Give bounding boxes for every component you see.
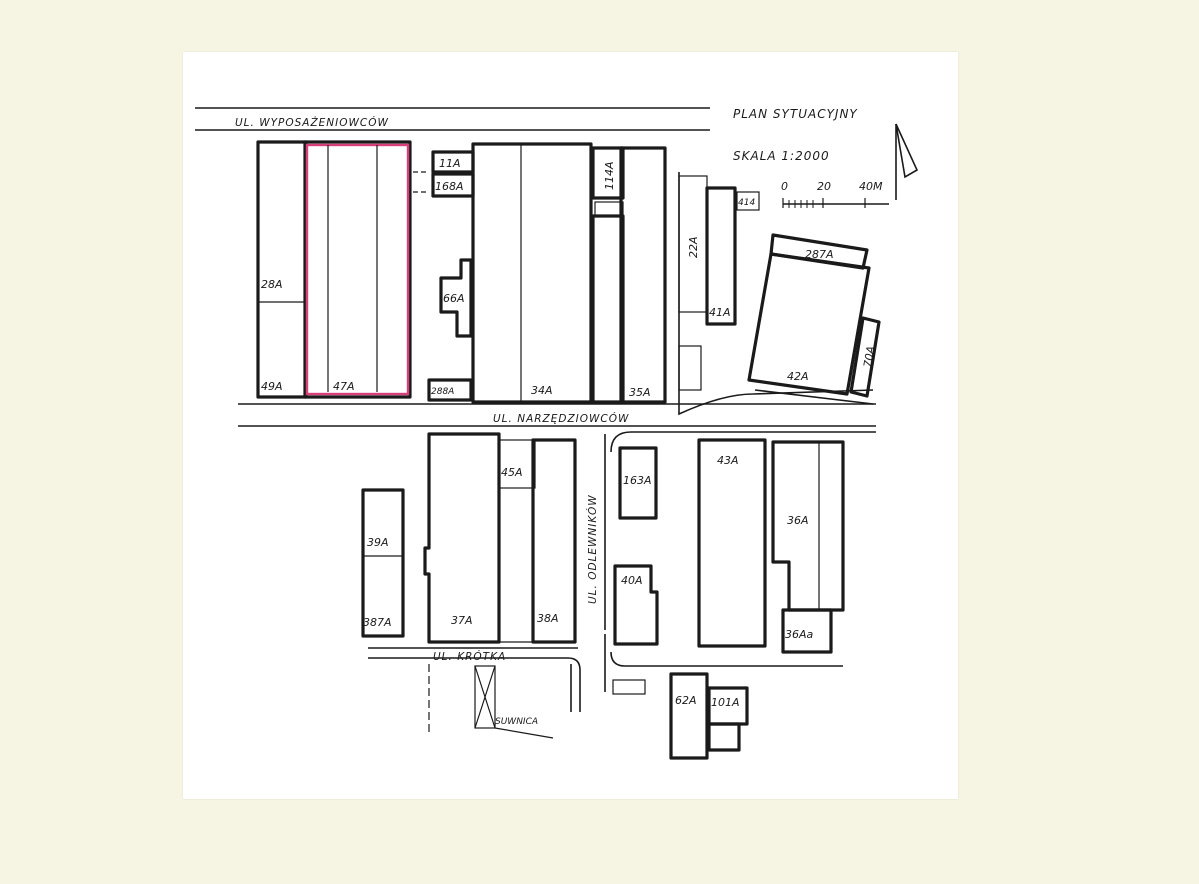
label-11a: 11A: [439, 157, 461, 170]
building-41a: 41A: [705, 186, 737, 326]
site-plan-map: PLAN SYTUACYJNY SKALA 1:2000 0 20 40M: [195, 107, 919, 760]
scale-label: SKALA 1:2000: [733, 149, 830, 163]
label-45a: 45A: [501, 466, 523, 479]
north-arrow-icon: [895, 123, 919, 200]
building-34a: 34A: [471, 142, 593, 404]
label-168a: 168A: [435, 180, 464, 193]
crane-suwnica: SUWNICA: [428, 664, 554, 739]
scale-tick-40: 40M: [859, 180, 883, 193]
label-38a: 38A: [537, 612, 559, 625]
street-label-narzedziowcow: UL. NARZĘDZIOWCÓW: [493, 412, 629, 425]
label-66a: 66A: [443, 292, 465, 305]
building-11a: 11A: [431, 150, 475, 174]
scale-bar: [782, 198, 889, 208]
label-34a: 34A: [531, 384, 553, 397]
road-line: [368, 657, 581, 712]
label-70a: 70A: [861, 345, 878, 368]
label-62a: 62A: [675, 694, 697, 707]
road-line: [610, 431, 876, 453]
label-40a: 40A: [621, 574, 643, 587]
label-36aa: 36Aa: [785, 628, 814, 641]
label-43a: 43A: [717, 454, 739, 467]
building-unlabeled: [612, 679, 646, 695]
building-40a: 40A: [613, 564, 659, 646]
label-42a: 42A: [787, 370, 809, 383]
label-114a: 114A: [603, 161, 616, 190]
building-168a: 168A: [431, 172, 475, 198]
building-unlabeled: [678, 345, 702, 391]
label-37a: 37A: [451, 614, 473, 627]
building-43a: 43A: [697, 438, 767, 648]
building-36aa: 36Aa: [781, 608, 833, 654]
building-114a: 114A: [591, 146, 625, 404]
roads: [195, 107, 876, 712]
building-70a: 70A: [849, 316, 881, 398]
label-101a: 101A: [711, 696, 740, 709]
label-47a: 47A: [333, 380, 355, 393]
building-37a: 37A: [423, 432, 501, 644]
building-47a: 47A: [303, 140, 429, 399]
building-288a: 288A: [427, 378, 473, 402]
building-39a: 39A 387A: [361, 488, 405, 638]
building-28a: 28A 49A: [256, 140, 308, 399]
scale-tick-0: 0: [781, 180, 788, 193]
building-66a: 66A: [439, 258, 473, 338]
street-label-odlewnikow: UL. ODLEWNIKÓW: [586, 494, 599, 604]
road-line: [678, 172, 874, 416]
building-414: 414: [736, 191, 760, 211]
building-163a: 163A: [618, 446, 658, 520]
label-39a: 39A: [367, 536, 389, 549]
label-288a: 288A: [431, 387, 454, 397]
label-22a: 22A: [687, 236, 700, 258]
street-label-krotka: UL. KRÓTKA: [433, 650, 506, 663]
building-42a: 42A: [747, 252, 871, 396]
building-62a: 62A: [669, 672, 709, 760]
label-35a: 35A: [629, 386, 651, 399]
label-49a: 49A: [261, 380, 283, 393]
road-line: [610, 651, 843, 667]
label-287a: 287A: [805, 248, 834, 261]
map-title: PLAN SYTUACYJNY: [733, 107, 858, 121]
building-287a: 287A: [769, 233, 869, 270]
label-28a: 28A: [261, 278, 283, 291]
building-35a: 35A: [619, 146, 667, 404]
label-36a: 36A: [787, 514, 809, 527]
building-38a: 38A: [531, 438, 577, 644]
map-sheet: PLAN SYTUACYJNY SKALA 1:2000 0 20 40M: [183, 52, 958, 799]
label-suwnica: SUWNICA: [495, 717, 538, 727]
road-line: [754, 389, 874, 405]
building-36a: 36A: [771, 440, 845, 612]
label-387a: 387A: [363, 616, 392, 629]
building-101a: 101A: [707, 686, 749, 752]
building-22a: 22A: [678, 175, 708, 313]
label-414: 414: [738, 198, 755, 208]
label-41a: 41A: [709, 306, 731, 319]
building-45a: 45A: [498, 439, 536, 643]
label-163a: 163A: [623, 474, 652, 487]
street-label-wyposazeniowcow: UL. WYPOSAŻENIOWCÓW: [235, 116, 389, 129]
scale-tick-20: 20: [817, 180, 831, 193]
